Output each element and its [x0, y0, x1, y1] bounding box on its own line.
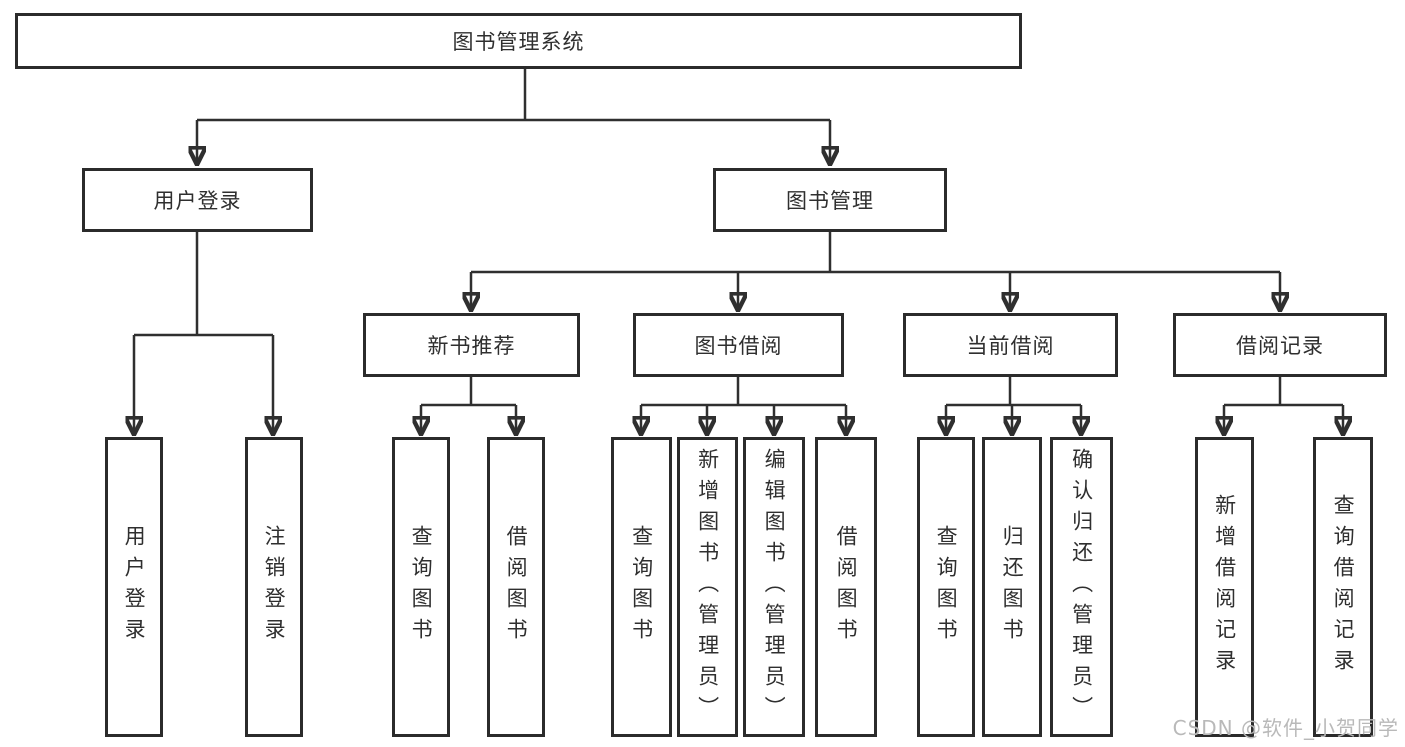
node-label: 图书管理系统 [452, 30, 585, 54]
leaf-label: 用户登录 [122, 525, 147, 649]
leaf-query-books-current: 查询图书 [917, 437, 975, 737]
leaf-add-books-admin: 新增图书（管理员） [677, 437, 738, 737]
node-label: 借阅记录 [1236, 334, 1324, 358]
node-library-management-system: 图书管理系统 [15, 13, 1022, 69]
leaf-label: 新增图书（管理员） [695, 447, 720, 727]
leaf-label: 查询借阅记录 [1331, 494, 1356, 680]
node-label: 新书推荐 [427, 334, 516, 358]
leaf-label: 注销登录 [262, 525, 287, 649]
leaf-edit-books-admin: 编辑图书（管理员） [743, 437, 805, 737]
leaf-label: 确认归还（管理员） [1069, 447, 1094, 727]
leaf-label: 借阅图书 [834, 525, 859, 649]
node-label: 图书管理 [786, 189, 874, 213]
node-new-book-recommendation: 新书推荐 [363, 313, 580, 377]
leaf-label: 新增借阅记录 [1212, 494, 1237, 680]
node-book-management: 图书管理 [713, 168, 947, 232]
node-current-borrowing: 当前借阅 [903, 313, 1118, 377]
leaf-query-borrow-record: 查询借阅记录 [1313, 437, 1373, 737]
leaf-label: 查询图书 [409, 525, 434, 649]
leaf-confirm-return-admin: 确认归还（管理员） [1050, 437, 1113, 737]
leaf-borrow-books-borrowing: 借阅图书 [815, 437, 877, 737]
leaf-return-books: 归还图书 [982, 437, 1042, 737]
leaf-label: 查询图书 [934, 525, 959, 649]
node-label: 图书借阅 [694, 334, 783, 358]
leaf-add-borrow-record: 新增借阅记录 [1195, 437, 1254, 737]
leaf-query-books-recommend: 查询图书 [392, 437, 450, 737]
node-label: 当前借阅 [966, 334, 1055, 358]
leaf-borrow-books-recommend: 借阅图书 [487, 437, 545, 737]
node-borrow-records: 借阅记录 [1173, 313, 1387, 377]
node-book-borrowing: 图书借阅 [633, 313, 844, 377]
node-label: 用户登录 [153, 189, 242, 213]
leaf-query-books-borrowing: 查询图书 [611, 437, 672, 737]
leaf-logout: 注销登录 [245, 437, 303, 737]
leaf-user-login: 用户登录 [105, 437, 163, 737]
leaf-label: 查询图书 [629, 525, 654, 649]
leaf-label: 编辑图书（管理员） [762, 447, 787, 727]
node-user-login: 用户登录 [82, 168, 313, 232]
csdn-watermark: CSDN @软件_小贺同学 [1172, 716, 1399, 740]
leaf-label: 归还图书 [1000, 525, 1025, 649]
leaf-label: 借阅图书 [504, 525, 529, 649]
